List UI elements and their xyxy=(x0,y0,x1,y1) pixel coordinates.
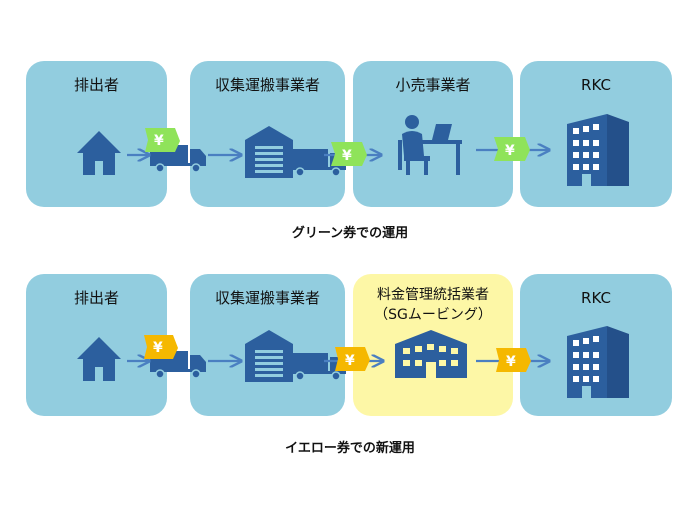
box-title: 収集運搬事業者 xyxy=(214,76,320,94)
svg-text:¥: ¥ xyxy=(154,133,164,149)
caption-yellow: イエロー券での新運用 xyxy=(285,441,415,456)
box-title: 排出者 xyxy=(73,76,119,94)
box-retailer: 小売事業者 xyxy=(353,61,513,207)
house-icon xyxy=(77,131,121,175)
box-title-line1: 料金管理統括業者 xyxy=(377,287,489,303)
caption-green: グリーン券での運用 xyxy=(291,226,409,241)
box-title: 小売事業者 xyxy=(395,76,471,94)
svg-text:¥: ¥ xyxy=(345,353,355,369)
svg-text:¥: ¥ xyxy=(505,143,515,159)
house-icon xyxy=(77,337,121,381)
warehouse-icon xyxy=(245,126,293,178)
company-building-icon xyxy=(395,330,467,378)
yen-voucher-icon: ¥ xyxy=(335,347,370,371)
yen-voucher-icon: ¥ xyxy=(145,128,180,152)
box-title-line2: （SGムービング） xyxy=(374,307,492,323)
worker-at-desk-icon xyxy=(398,115,462,175)
warehouse-icon xyxy=(245,330,293,382)
box-title: RKC xyxy=(581,289,611,307)
office-building-icon xyxy=(567,326,629,398)
yen-voucher-icon: ¥ xyxy=(494,137,530,161)
box-title: RKC xyxy=(581,76,611,94)
svg-text:¥: ¥ xyxy=(153,340,163,356)
office-building-icon xyxy=(567,114,629,186)
box-title: 排出者 xyxy=(73,289,119,307)
yen-voucher-icon: ¥ xyxy=(331,142,367,166)
yen-voucher-icon: ¥ xyxy=(496,348,531,372)
yen-voucher-icon: ¥ xyxy=(144,335,178,359)
svg-text:¥: ¥ xyxy=(506,354,516,370)
svg-text:¥: ¥ xyxy=(342,148,352,164)
box-title: 収集運搬事業者 xyxy=(214,289,320,307)
